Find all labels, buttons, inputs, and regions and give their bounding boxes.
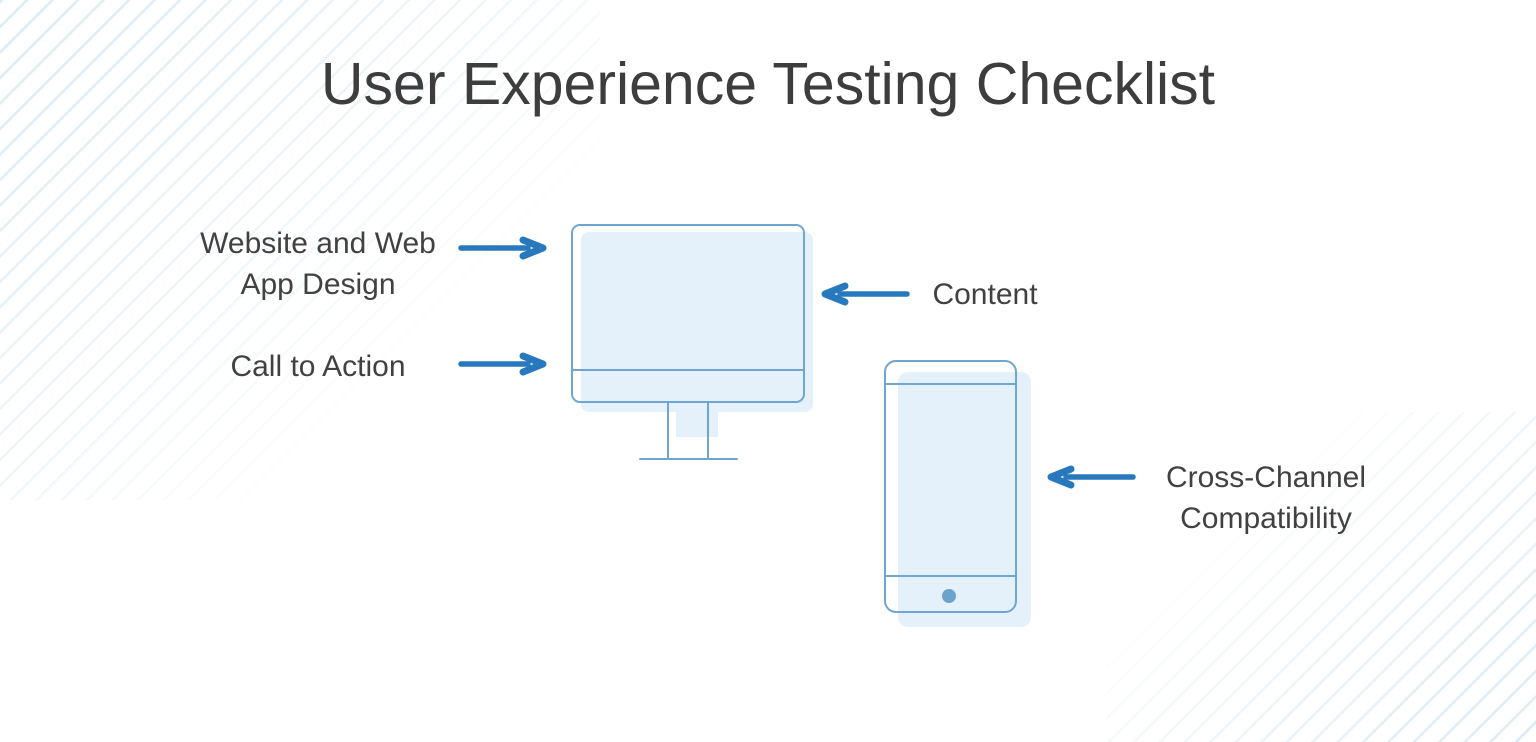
page-title: User Experience Testing Checklist: [320, 51, 1216, 117]
monitor-screen-fill: [581, 232, 813, 412]
arrow-right-icon: [458, 351, 550, 377]
arrow-left-icon: [1044, 464, 1136, 490]
phone-bottom-bezel-line: [886, 575, 1015, 577]
arrow-right-icon: [458, 352, 547, 376]
arrow-right-icon: [458, 236, 547, 260]
arrow-right-icon: [458, 235, 550, 261]
label-cross-line2: Compatibility: [1180, 502, 1352, 535]
label-cross-line1: Cross-Channel: [1165, 461, 1367, 494]
monitor-stand-base: [639, 458, 738, 460]
desktop-monitor-icon: [571, 224, 816, 462]
monitor-outline: [571, 224, 805, 403]
arrow-left-icon: [1047, 465, 1136, 489]
phone-top-bezel-line: [886, 383, 1015, 385]
arrow-left-icon: [821, 282, 910, 306]
monitor-stand-neck: [667, 403, 709, 460]
phone-home-button: [942, 589, 956, 603]
label-cross-channel-compatibility: Cross-Channel Compatibility: [1118, 457, 1414, 539]
monitor-bezel-line: [573, 369, 803, 401]
phone-screen-fill: [898, 372, 1031, 627]
label-website-app-design: Website and Web App Design: [140, 223, 496, 305]
label-website-line2: App Design: [240, 268, 396, 301]
label-content: Content: [932, 278, 1038, 311]
label-call-to-action: Call to Action: [230, 350, 406, 383]
smartphone-icon: [884, 360, 1034, 630]
monitor-stand-fill: [676, 405, 718, 437]
label-website-line1: Website and Web: [200, 227, 436, 260]
phone-outline: [884, 360, 1017, 613]
arrow-left-icon: [818, 281, 910, 307]
